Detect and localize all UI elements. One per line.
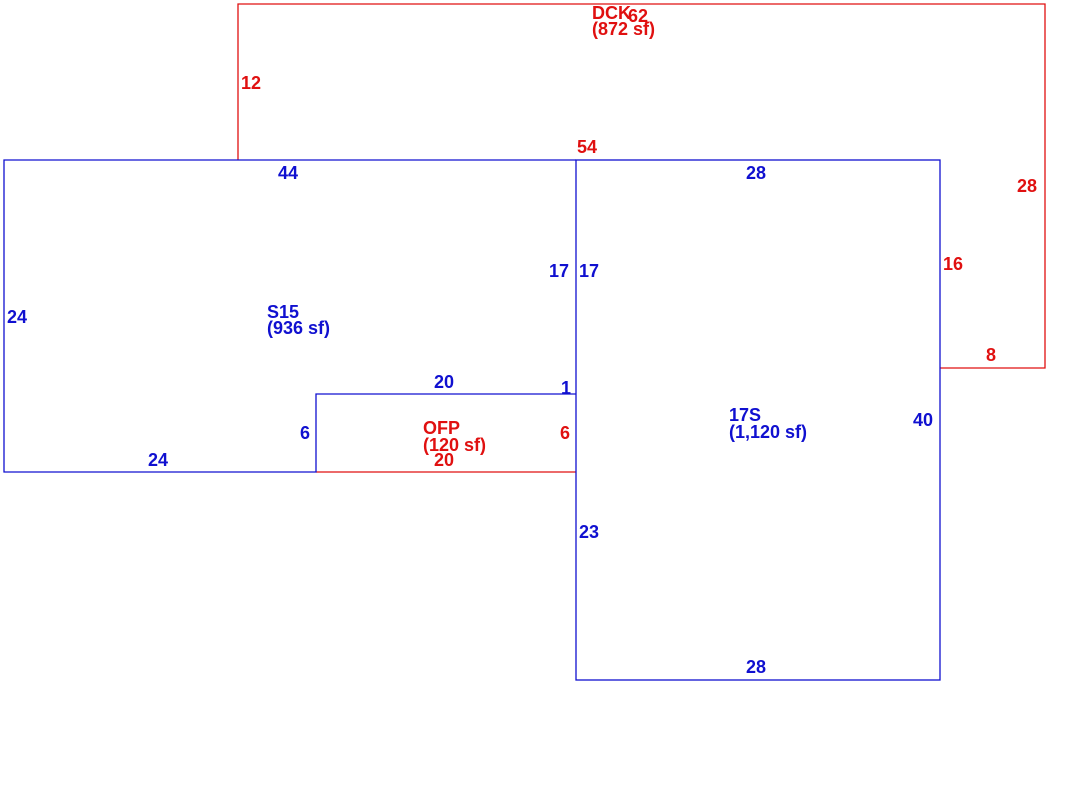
- s15-area-label: (936 sf): [267, 318, 330, 338]
- ofp-code-label: OFP: [423, 418, 460, 438]
- ofp-bottom-dim: 20: [434, 450, 454, 470]
- dck-right-dim: 28: [1017, 176, 1037, 196]
- s17-outline: [575, 159, 941, 681]
- dck-code-label: DCK: [592, 3, 631, 23]
- dck-outline: [237, 3, 1046, 369]
- s17-top-dim: 28: [746, 163, 766, 183]
- dck-inner-right-dim: 16: [943, 254, 963, 274]
- s17-bottom-dim: 28: [746, 657, 766, 677]
- s15-right-dim: 17: [549, 261, 569, 281]
- dck-left-dim: 12: [241, 73, 261, 93]
- ofp-right-dim: 6: [560, 423, 570, 443]
- dck-bottom-dim: 54: [577, 137, 597, 157]
- dck-step-dim: 8: [986, 345, 996, 365]
- dck-top-dim: 62: [628, 6, 648, 26]
- s17-right-dim: 40: [913, 410, 933, 430]
- s15-code-label: S15: [267, 302, 299, 322]
- s15-bottom-dim: 24: [148, 450, 168, 470]
- s17-left-lower-dim: 23: [579, 522, 599, 542]
- s15-notch-top-dim: 20: [434, 372, 454, 392]
- s15-notch-right-dim: 1: [561, 378, 571, 398]
- s17-left-upper-dim: 17: [579, 261, 599, 281]
- dck-area-label: (872 sf): [592, 19, 655, 39]
- s15-outline: [3, 159, 576, 473]
- ofp-area-label: (120 sf): [423, 435, 486, 455]
- s15-top-dim: 44: [278, 163, 298, 183]
- s17-code-label: 17S: [729, 405, 761, 425]
- s15-notch-side-dim: 6: [300, 423, 310, 443]
- s17-area-label: (1,120 sf): [729, 422, 807, 442]
- s15-left-dim: 24: [7, 307, 27, 327]
